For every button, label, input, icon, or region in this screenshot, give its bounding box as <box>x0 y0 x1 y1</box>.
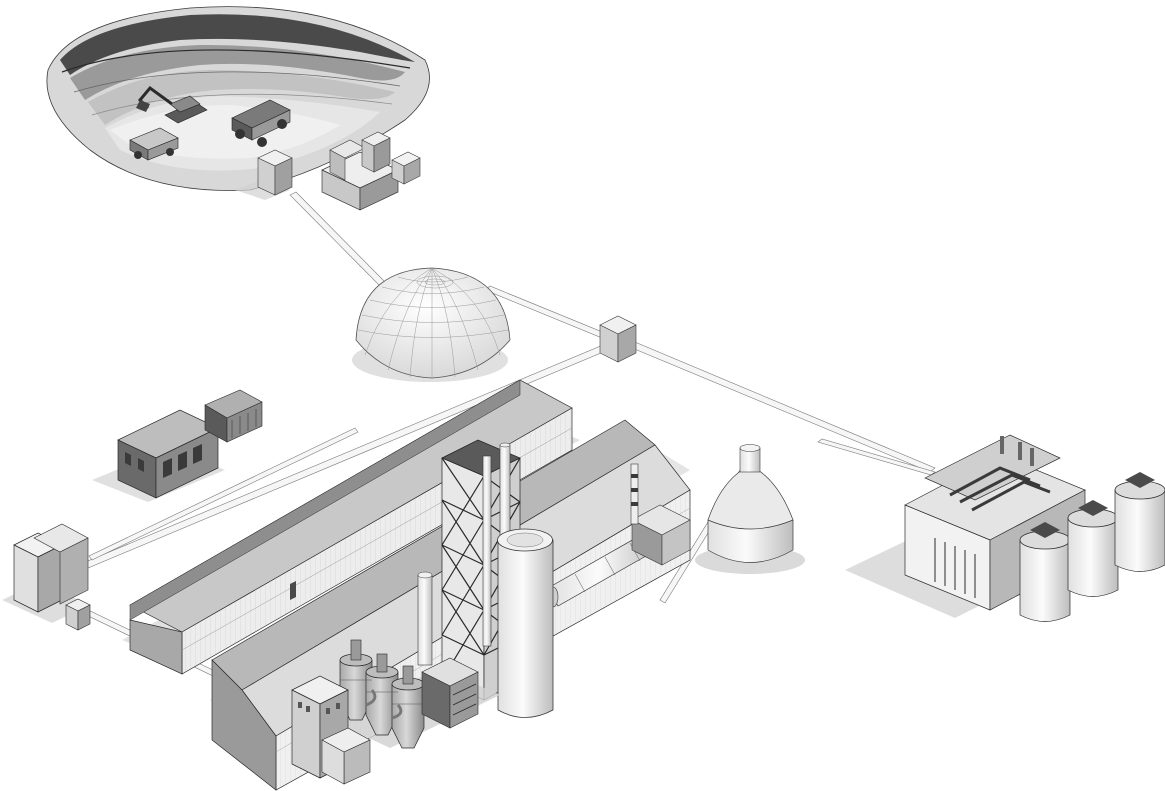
transfer-tower-quarry <box>235 149 293 200</box>
rotary-kiln <box>547 463 691 608</box>
administration-building <box>92 389 263 502</box>
haul-truck-2 <box>129 127 179 161</box>
conical-storage <box>695 444 805 574</box>
loading-tower-left <box>2 523 91 631</box>
transfer-tower-mid <box>599 315 637 363</box>
excavator <box>136 85 208 124</box>
haul-truck-1 <box>231 99 291 147</box>
crushing-plant <box>321 131 421 211</box>
dome-storage <box>352 267 511 382</box>
cement-silos <box>1019 472 1165 622</box>
cyclone-group <box>291 639 500 785</box>
main-silo <box>497 528 554 718</box>
